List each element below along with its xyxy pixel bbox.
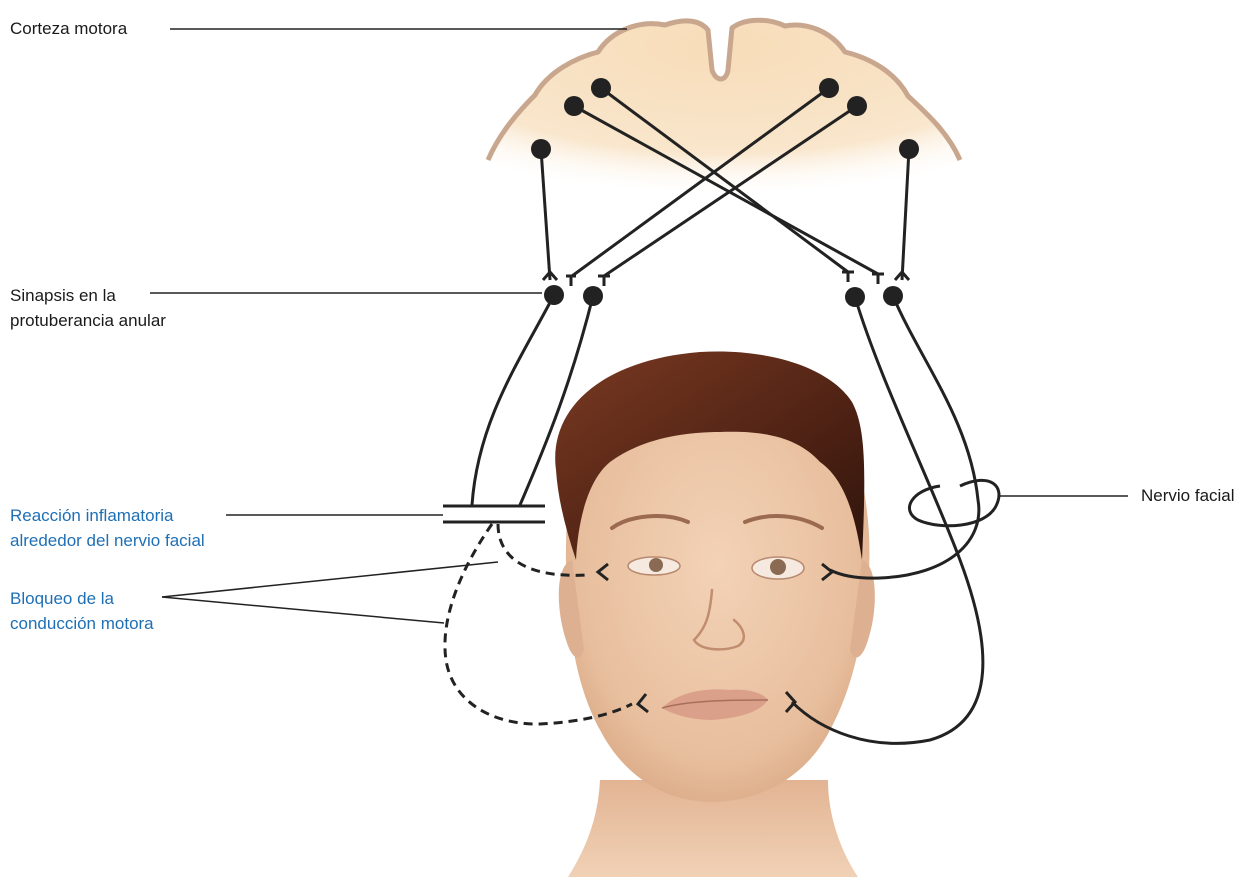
synapse-terminal bbox=[598, 276, 610, 286]
inflammation-block-marker bbox=[443, 506, 545, 522]
label-sinapsis: Sinapsis en la protuberancia anular bbox=[10, 283, 166, 333]
head-illustration bbox=[555, 351, 875, 877]
label-corteza-text: Corteza motora bbox=[10, 16, 127, 41]
label-reaccion-line1: Reacción inflamatoria bbox=[10, 503, 205, 528]
neuron-body bbox=[847, 96, 867, 116]
left-iris bbox=[649, 558, 663, 572]
neuron-body bbox=[564, 96, 584, 116]
label-bloqueo-line2: conducción motora bbox=[10, 611, 154, 636]
label-reaccion-line2: alrededor del nervio facial bbox=[10, 528, 205, 553]
neuron-body bbox=[819, 78, 839, 98]
neuron-body bbox=[899, 139, 919, 159]
synapse-terminal bbox=[566, 276, 576, 286]
label-corteza-motora: Corteza motora bbox=[10, 16, 127, 41]
pons-neuron-bodies bbox=[544, 285, 903, 307]
leader-bloqueo-b bbox=[162, 597, 444, 623]
neuron-body bbox=[531, 139, 551, 159]
label-bloqueo-conduccion: Bloqueo de la conducción motora bbox=[10, 586, 154, 636]
synapse-terminal bbox=[842, 272, 854, 282]
left-nerve-upper-a bbox=[472, 295, 554, 505]
label-nervio-facial: Nervio facial bbox=[1141, 483, 1235, 508]
label-bloqueo-line1: Bloqueo de la bbox=[10, 586, 154, 611]
nerve-loop-indicator bbox=[909, 480, 999, 525]
synapse-terminal bbox=[872, 274, 884, 284]
label-reaccion-inflamatoria: Reacción inflamatoria alrededor del nerv… bbox=[10, 503, 205, 553]
neuron-body bbox=[591, 78, 611, 98]
label-nervio-text: Nervio facial bbox=[1141, 483, 1235, 508]
right-iris bbox=[770, 559, 786, 575]
label-sinapsis-line2: protuberancia anular bbox=[10, 308, 166, 333]
label-sinapsis-line1: Sinapsis en la bbox=[10, 283, 166, 308]
leader-bloqueo-a bbox=[162, 562, 498, 597]
